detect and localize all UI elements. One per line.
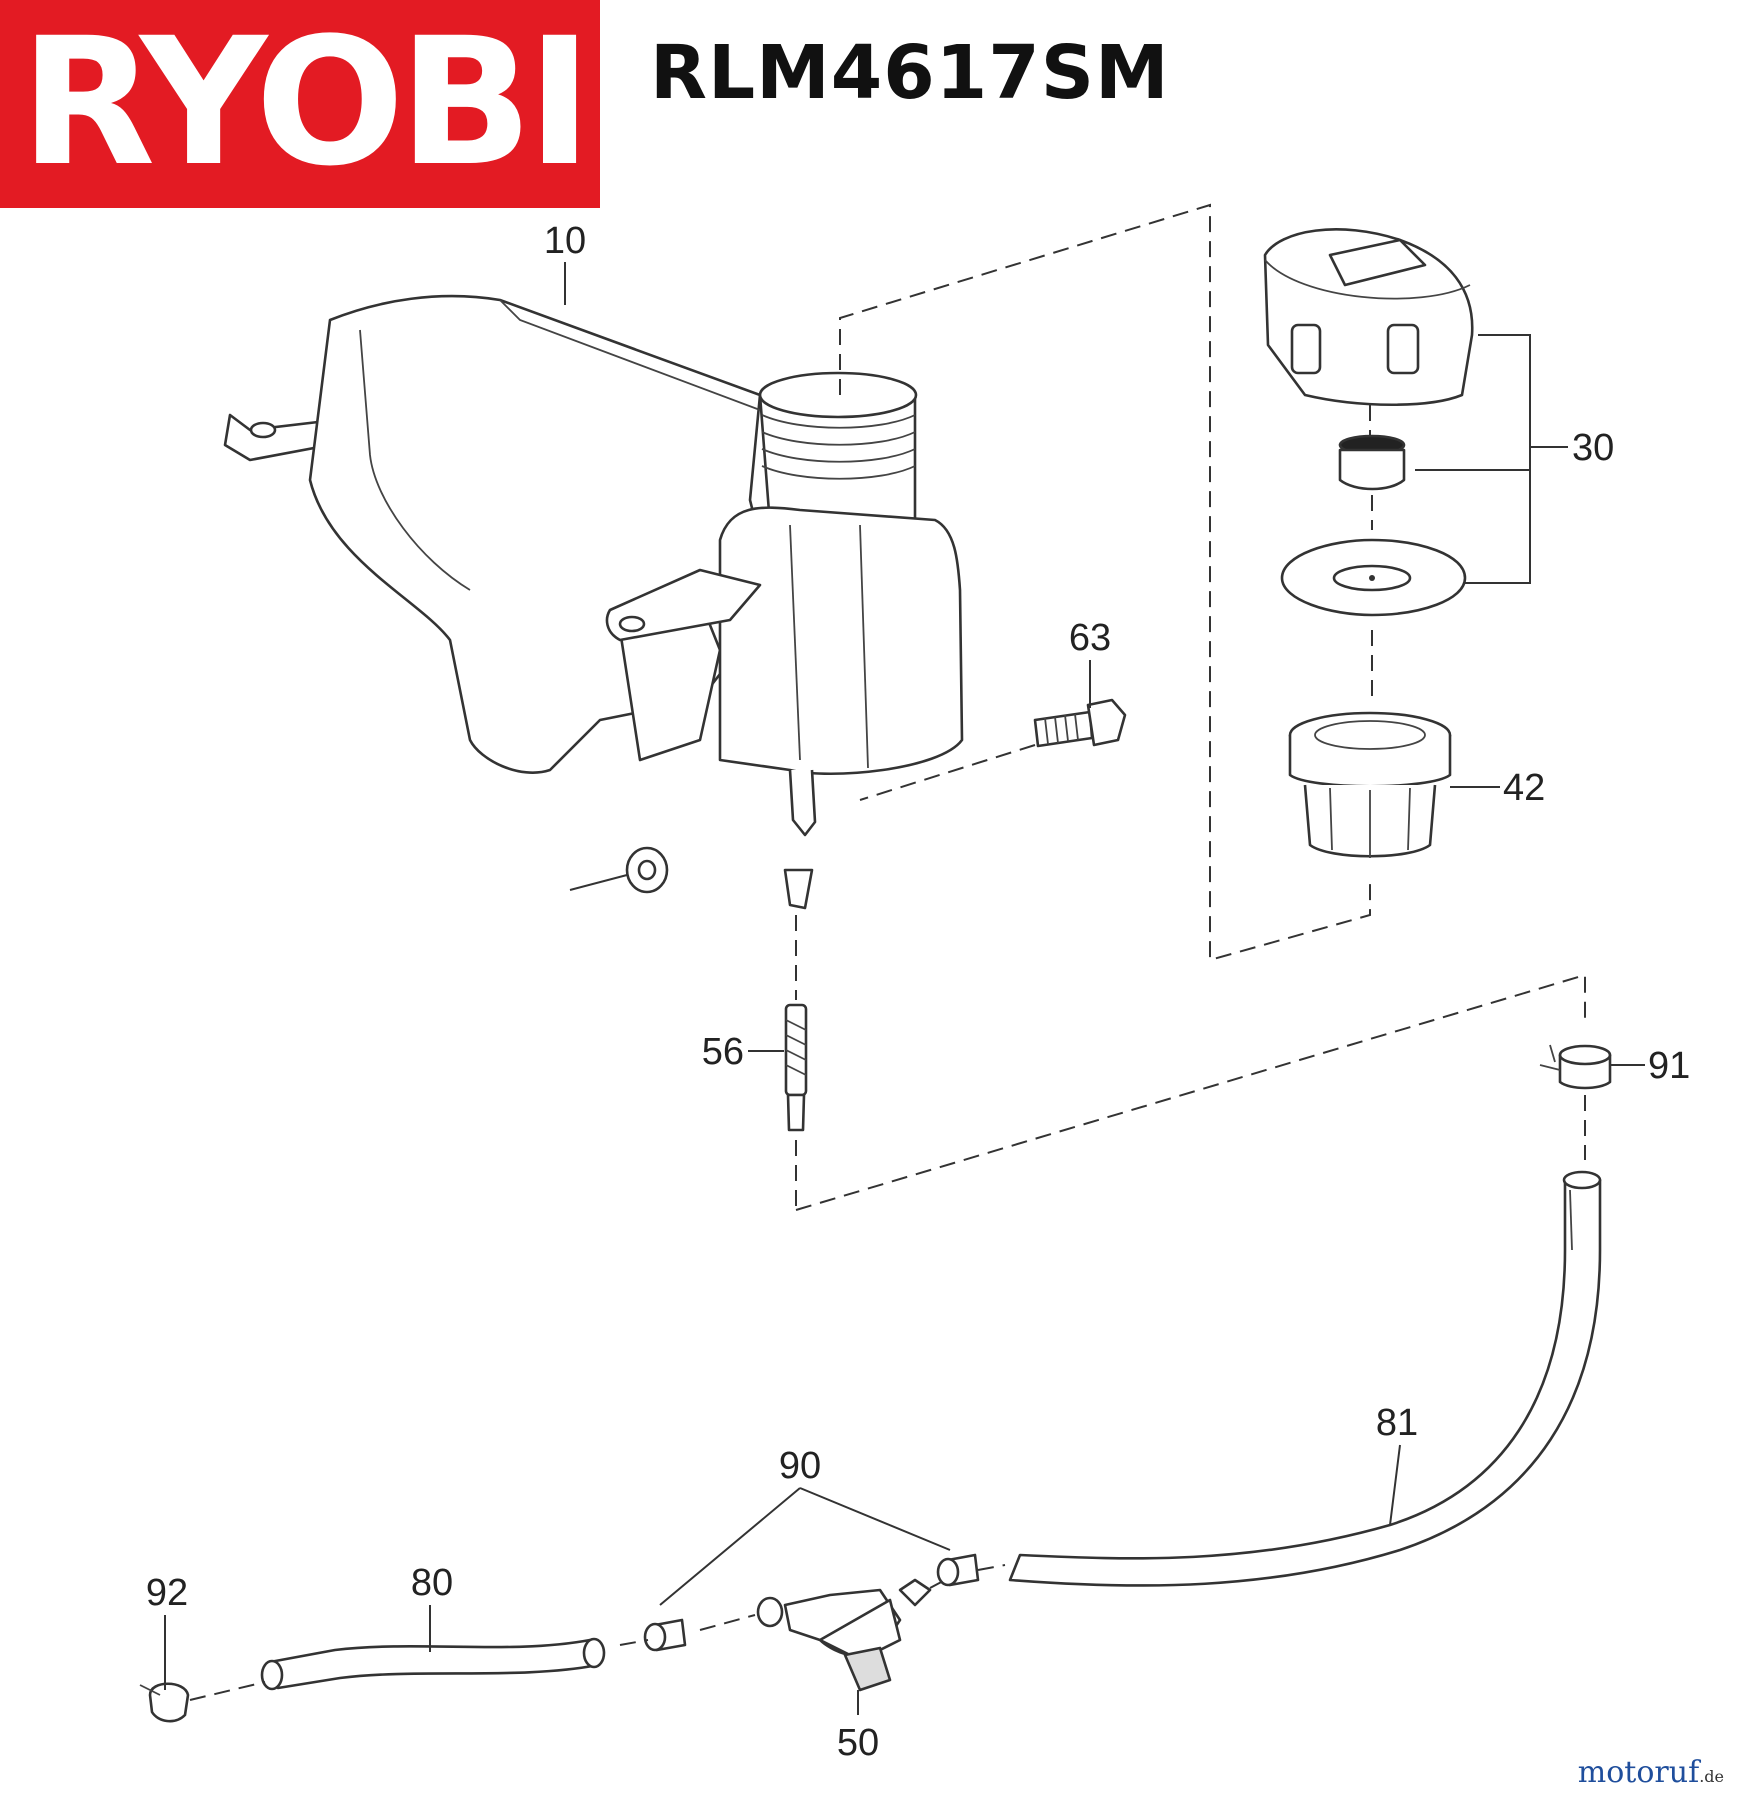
callout-30: 30	[1572, 427, 1614, 469]
callout-labels: 10 30 42 50 56 63 80 81 90 91 92	[146, 220, 1690, 1764]
callout-80: 80	[411, 1562, 453, 1604]
clamp-91	[1539, 1044, 1612, 1160]
callout-91: 91	[1648, 1045, 1690, 1087]
clamp-92	[139, 1681, 266, 1723]
callout-81: 81	[1376, 1402, 1418, 1444]
watermark-name: motoruf	[1577, 1755, 1700, 1790]
callout-56: 56	[702, 1031, 744, 1073]
watermark: motoruf.de	[1578, 1755, 1724, 1790]
fuel-hose-81	[1008, 1170, 1602, 1587]
leader-lines	[164, 262, 1645, 1715]
callout-90: 90	[779, 1445, 821, 1487]
fuel-tap-50	[699, 1578, 946, 1692]
brand-logo: RYOBI	[0, 0, 600, 208]
fuel-hose-80	[260, 1637, 606, 1691]
callout-50: 50	[837, 1722, 879, 1764]
bolt-63	[859, 698, 1127, 801]
assembly-line-cap	[839, 203, 1371, 962]
fuel-cap	[1263, 228, 1474, 700]
callout-42: 42	[1503, 767, 1545, 809]
model-title: RLM4617SM	[650, 30, 1170, 116]
callout-10: 10	[544, 220, 586, 262]
callout-92: 92	[146, 1572, 188, 1614]
clamp-90-right	[936, 1553, 1006, 1587]
fuel-filter-56	[784, 915, 808, 1210]
clamp-90-left	[619, 1618, 687, 1652]
brand-logo-text: RYOBI	[20, 0, 592, 205]
watermark-tld: .de	[1699, 1767, 1724, 1786]
callout-63: 63	[1069, 617, 1111, 659]
assembly-line-hose	[795, 973, 1586, 1211]
fuel-strainer	[1288, 711, 1452, 858]
fuel-tank	[223, 294, 964, 910]
